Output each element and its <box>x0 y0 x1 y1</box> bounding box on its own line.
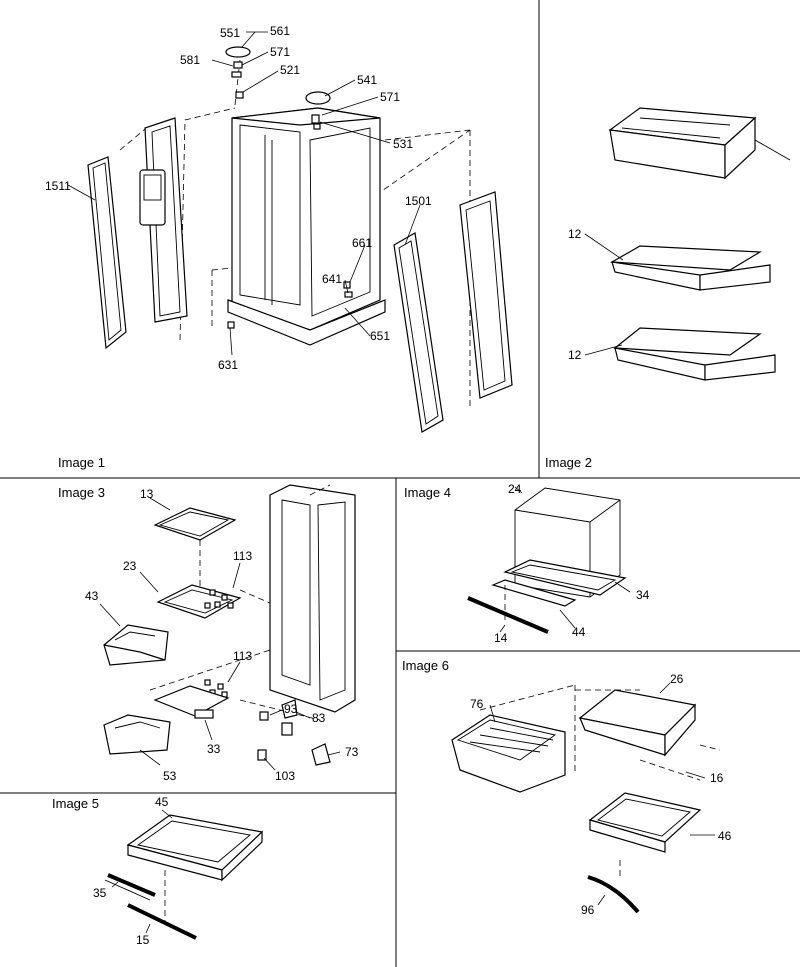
image3-caption: Image 3 <box>58 485 105 500</box>
part-label-531: 531 <box>393 137 413 151</box>
shelf-frame-46 <box>588 792 702 853</box>
top-hinge-parts <box>225 46 331 130</box>
part-label-571: 571 <box>270 45 290 59</box>
shelf-12-a <box>609 245 771 291</box>
part-label-93: 93 <box>284 702 298 716</box>
image4-panel: 24 34 44 14 Image 4 <box>404 482 650 645</box>
strip-14 <box>467 596 549 634</box>
image5-caption: Image 5 <box>52 796 99 811</box>
part-label-631: 631 <box>218 358 238 372</box>
image6-panel: 76 26 16 46 96 Image 6 <box>402 658 732 917</box>
part-label-53: 53 <box>163 769 177 783</box>
crisper-drawer-76 <box>451 714 566 793</box>
part-label-113-b: 113 <box>233 649 252 663</box>
part-label-641: 641 <box>322 272 342 286</box>
image1-caption: Image 1 <box>58 455 105 470</box>
part-label-661: 661 <box>352 236 372 250</box>
part-label-83: 83 <box>312 711 326 725</box>
part-label-14: 14 <box>494 631 508 645</box>
bracket-parts-113-lower <box>204 679 228 698</box>
part-label-34: 34 <box>636 588 650 602</box>
trim-96 <box>587 875 640 914</box>
part-label-16: 16 <box>710 771 724 785</box>
part-label-12-a: 12 <box>568 227 582 241</box>
trim-15 <box>127 903 197 940</box>
small-parts-93-83-103-73 <box>257 699 331 766</box>
shelf-26 <box>578 689 697 757</box>
part-label-73: 73 <box>345 745 359 759</box>
part-label-76: 76 <box>470 697 484 711</box>
crisper-drawer-43 <box>103 624 169 666</box>
crisper-frame-23 <box>156 584 242 619</box>
part-label-15: 15 <box>136 933 150 947</box>
part-label-651: 651 <box>370 329 390 343</box>
part-label-12-b: 12 <box>568 348 582 362</box>
part-label-13: 13 <box>140 487 154 501</box>
crisper-drawer-53 <box>103 714 171 755</box>
part-label-35: 35 <box>93 886 107 900</box>
part-label-103: 103 <box>275 769 295 783</box>
part-label-33: 33 <box>207 742 221 756</box>
drawer-frame-34 <box>503 559 627 596</box>
part-label-561: 561 <box>270 24 290 38</box>
part-label-541: 541 <box>357 73 377 87</box>
image2-panel: 12 12 Image 2 <box>545 107 791 470</box>
shelf-top <box>608 107 791 180</box>
shelf-12-b <box>613 327 776 381</box>
cabinet-section <box>269 484 356 713</box>
freezer-door <box>139 117 188 323</box>
crisper-cover-13 <box>153 507 237 541</box>
part-label-113-a: 113 <box>233 549 252 563</box>
bracket-parts-113-upper <box>204 589 234 609</box>
part-label-1501: 1501 <box>405 194 432 208</box>
part-label-581: 581 <box>180 53 200 67</box>
part-label-571b: 571 <box>380 90 400 104</box>
part-label-1511: 1511 <box>45 179 71 193</box>
shelf-45 <box>126 814 264 882</box>
part-label-96: 96 <box>581 903 595 917</box>
part-label-46: 46 <box>718 829 732 843</box>
door-gasket-right <box>393 232 444 433</box>
image5-panel: 45 35 15 Image 5 <box>52 795 264 947</box>
bottom-hinge-parts <box>227 281 353 329</box>
door-gasket-left <box>87 156 127 350</box>
crisper-cover-33 <box>153 685 230 719</box>
part-label-45: 45 <box>155 795 169 809</box>
part-label-23: 23 <box>123 559 137 573</box>
part-label-26: 26 <box>670 672 684 686</box>
image1-panel: 551 561 581 571 521 541 571 531 1511 150… <box>45 24 513 470</box>
part-label-521: 521 <box>280 63 300 77</box>
image3-panel: 13 113 23 43 113 93 83 33 53 103 73 Imag… <box>58 484 359 783</box>
part-label-24: 24 <box>508 482 522 496</box>
rail-35 <box>107 873 156 897</box>
part-label-43: 43 <box>85 589 99 603</box>
refrigerator-cabinet <box>227 107 386 346</box>
image4-caption: Image 4 <box>404 485 451 500</box>
image2-caption: Image 2 <box>545 455 592 470</box>
trim-44 <box>491 579 577 607</box>
part-label-551: 551 <box>220 26 240 40</box>
image6-caption: Image 6 <box>402 658 449 673</box>
part-label-44: 44 <box>572 625 586 639</box>
fresh-food-door <box>459 191 513 399</box>
